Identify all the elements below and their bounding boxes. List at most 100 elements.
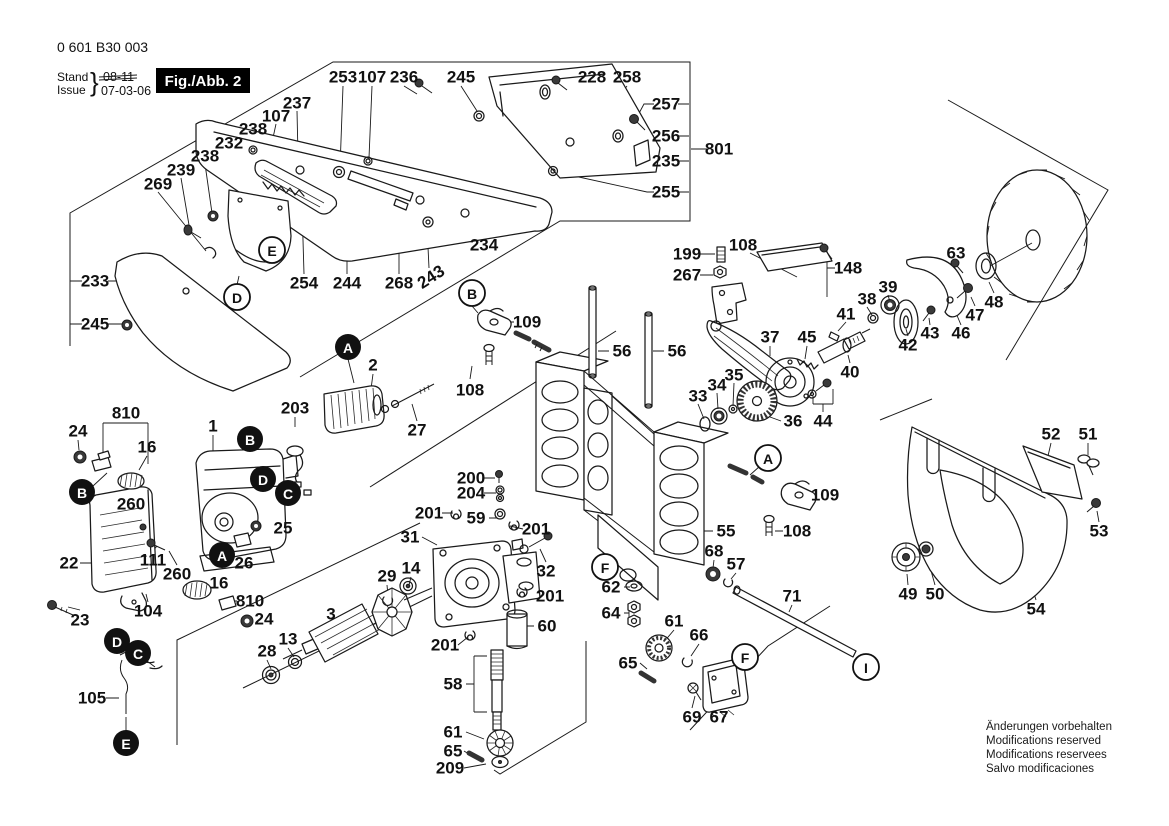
table-panel-group bbox=[114, 63, 661, 392]
screw-23 bbox=[47, 600, 57, 610]
plate-148 bbox=[756, 242, 833, 272]
guard-54 bbox=[906, 426, 1068, 613]
part-label-64: 64 bbox=[602, 604, 621, 623]
part-label-107: 107 bbox=[358, 68, 386, 87]
nut-50 bbox=[918, 541, 934, 557]
part-label-13: 13 bbox=[279, 630, 298, 649]
part-label-31: 31 bbox=[401, 528, 420, 547]
stand-label: Stand bbox=[57, 70, 88, 84]
armature-3 bbox=[261, 577, 433, 685]
part-label-16: 16 bbox=[210, 574, 229, 593]
reference-marker-D bbox=[223, 283, 251, 311]
reference-marker-E bbox=[258, 236, 286, 264]
part-label-232: 232 bbox=[215, 134, 243, 153]
part-label-51: 51 bbox=[1079, 425, 1098, 444]
issue-date: 07-03-06 bbox=[101, 84, 151, 98]
block-26 bbox=[233, 532, 252, 548]
part-label-68: 68 bbox=[705, 542, 724, 561]
part-label-61: 61 bbox=[665, 612, 684, 631]
clamp-109-b bbox=[477, 309, 512, 336]
part-label-57: 57 bbox=[727, 555, 746, 574]
part-label-24: 24 bbox=[255, 610, 274, 629]
part-label-48: 48 bbox=[985, 293, 1004, 312]
note-en: Modifications reserved bbox=[986, 735, 1101, 747]
part-label-34: 34 bbox=[708, 376, 727, 395]
screw-44 bbox=[822, 378, 832, 388]
part-label-148: 148 bbox=[834, 259, 862, 278]
note-fr: Modifications reservees bbox=[986, 749, 1107, 761]
part-label-33: 33 bbox=[689, 387, 708, 406]
part-label-267: 267 bbox=[673, 266, 701, 285]
reference-marker-letter: F bbox=[741, 650, 750, 666]
pin-65-lower bbox=[638, 670, 657, 684]
screw-111 bbox=[146, 538, 156, 548]
part-label-269: 269 bbox=[144, 175, 172, 194]
part-label-56: 56 bbox=[613, 342, 632, 361]
clip-66 bbox=[681, 657, 693, 668]
connector-marker-D bbox=[104, 628, 130, 654]
bevel-gear-61 bbox=[486, 729, 514, 757]
part-label-2: 2 bbox=[368, 356, 377, 375]
saw-blade bbox=[985, 169, 1090, 303]
part-label-27: 27 bbox=[408, 421, 427, 440]
side-panel-235 bbox=[488, 63, 661, 179]
part-label-104: 104 bbox=[134, 602, 163, 621]
part-label-25: 25 bbox=[274, 519, 293, 538]
part-label-228: 228 bbox=[578, 68, 606, 87]
part-label-24: 24 bbox=[69, 422, 88, 441]
rod-244 bbox=[347, 170, 414, 202]
screw-69 bbox=[687, 682, 699, 694]
part-label-40: 40 bbox=[841, 363, 860, 382]
screw-43 bbox=[926, 305, 936, 315]
connector-marker-letter: C bbox=[283, 486, 293, 502]
guide-rod-56-right bbox=[644, 313, 653, 407]
part-label-204: 204 bbox=[457, 484, 486, 503]
part-label-52: 52 bbox=[1042, 425, 1061, 444]
part-label-260: 260 bbox=[163, 565, 191, 584]
part-label-258: 258 bbox=[613, 68, 641, 87]
part-label-801: 801 bbox=[705, 140, 733, 159]
part-label-239: 239 bbox=[167, 161, 195, 180]
screw-108-lower bbox=[763, 514, 775, 524]
part-label-43: 43 bbox=[921, 324, 940, 343]
connector-marker-letter: E bbox=[121, 736, 130, 752]
brush-203 bbox=[286, 445, 304, 457]
part-label-108: 108 bbox=[456, 381, 484, 400]
part-label-107: 107 bbox=[262, 107, 290, 126]
part-label-45: 45 bbox=[798, 328, 817, 347]
header: 0 601 B30 003 Stand Issue } 08-11 07-03-… bbox=[57, 39, 250, 98]
superseded-date: 08-11 bbox=[103, 70, 134, 84]
part-label-1: 1 bbox=[208, 417, 217, 436]
spring-254 bbox=[262, 181, 305, 197]
part-label-55: 55 bbox=[717, 522, 736, 541]
part-label-243: 243 bbox=[414, 261, 448, 292]
reference-marker-letter: B bbox=[467, 286, 477, 302]
drive-train-group bbox=[706, 242, 997, 422]
part-label-36: 36 bbox=[784, 412, 803, 431]
part-label-233: 233 bbox=[81, 272, 109, 291]
reference-marker-letter: A bbox=[763, 451, 773, 467]
part-label-238: 238 bbox=[191, 147, 219, 166]
grommet-256 bbox=[612, 129, 624, 143]
clip-29 bbox=[382, 596, 394, 607]
wing-knob-51 bbox=[1077, 454, 1100, 476]
screw-32 bbox=[543, 531, 553, 541]
part-label-26: 26 bbox=[235, 554, 254, 573]
screw-47 bbox=[963, 283, 973, 293]
clamp-109-a bbox=[780, 482, 817, 511]
screw-53 bbox=[1091, 498, 1101, 508]
gear-flange bbox=[765, 357, 815, 407]
part-label-56: 56 bbox=[668, 342, 687, 361]
part-label-59: 59 bbox=[467, 509, 486, 528]
screw-200 bbox=[495, 470, 503, 478]
part-label-16: 16 bbox=[138, 438, 157, 457]
part-label-46: 46 bbox=[952, 324, 971, 343]
nut-255 bbox=[547, 165, 559, 177]
lower-guard-group bbox=[891, 426, 1101, 613]
part-label-63: 63 bbox=[947, 244, 966, 263]
reference-marker-letter: E bbox=[267, 243, 276, 259]
figure-label: Fig./Abb. 2 bbox=[165, 73, 242, 90]
nut-64-b bbox=[627, 614, 641, 628]
